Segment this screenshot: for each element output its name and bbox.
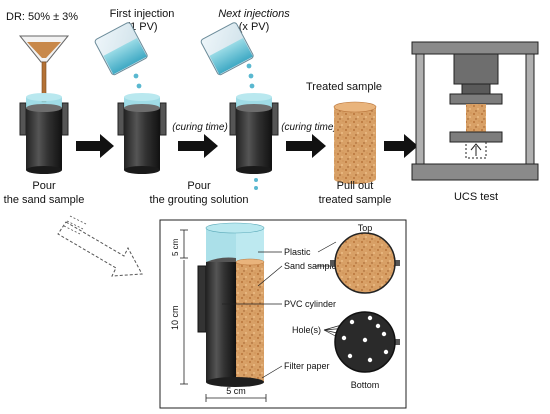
ucs-label: UCS test [454, 191, 498, 203]
dimension-lines [180, 229, 267, 402]
cylinder-step3 [229, 93, 279, 174]
next-injections-label: Next injections [218, 8, 290, 20]
dim-width: 5 cm [226, 386, 246, 396]
pull-out-sub-label: treated sample [319, 194, 392, 206]
dim-height-top: 5 cm [171, 238, 180, 256]
first-injection-label: First injection [110, 8, 175, 20]
treated-sample-label: Treated sample [306, 81, 382, 93]
drain-drops [254, 178, 258, 190]
top-label: Top [358, 223, 373, 233]
process-arrow-3 [286, 134, 326, 158]
process-arrow-4 [384, 134, 418, 158]
next-injections-pv-label: (x PV) [239, 21, 270, 33]
cylinder-step2 [117, 93, 167, 174]
beaker-icon [94, 22, 148, 76]
beaker-icon-2 [200, 22, 254, 76]
bottom-label: Bottom [351, 380, 380, 390]
ucs-machine [411, 41, 539, 181]
top-view-circle [330, 232, 400, 294]
filter-paper-label: Filter paper [284, 361, 330, 371]
pour-sand-label: Pour [32, 180, 56, 192]
funnel-icon [18, 35, 70, 103]
plastic-label: Plastic [284, 247, 311, 257]
process-arrow-1 [76, 134, 114, 158]
pour-grout-label: Pour [187, 180, 211, 192]
dr-label: DR: 50% ± 3% [6, 11, 78, 23]
process-arrow-2 [178, 134, 218, 158]
dim-height-main: 10 cm [170, 305, 180, 330]
holes-label: Hole(s) [292, 325, 321, 335]
pour-grout-sub-label: the grouting solution [149, 194, 248, 206]
pour-sand-sub-label: the sand sample [4, 194, 85, 206]
detail-cylinder [197, 222, 265, 387]
sand-sample-label: Sand sample [284, 261, 337, 271]
callout-stripes [63, 215, 87, 235]
curing-time-label-2: (curing time) [281, 122, 337, 133]
cylinder-step1 [19, 93, 69, 174]
detail-callout-arrow [57, 221, 143, 277]
curing-time-label-1: (curing time) [172, 122, 228, 133]
treated-sample-cylinder [333, 101, 377, 184]
pull-out-label: Pull out [337, 180, 374, 192]
bottom-view-circle [334, 311, 400, 373]
pvc-cylinder-label: PVC cylinder [284, 299, 336, 309]
